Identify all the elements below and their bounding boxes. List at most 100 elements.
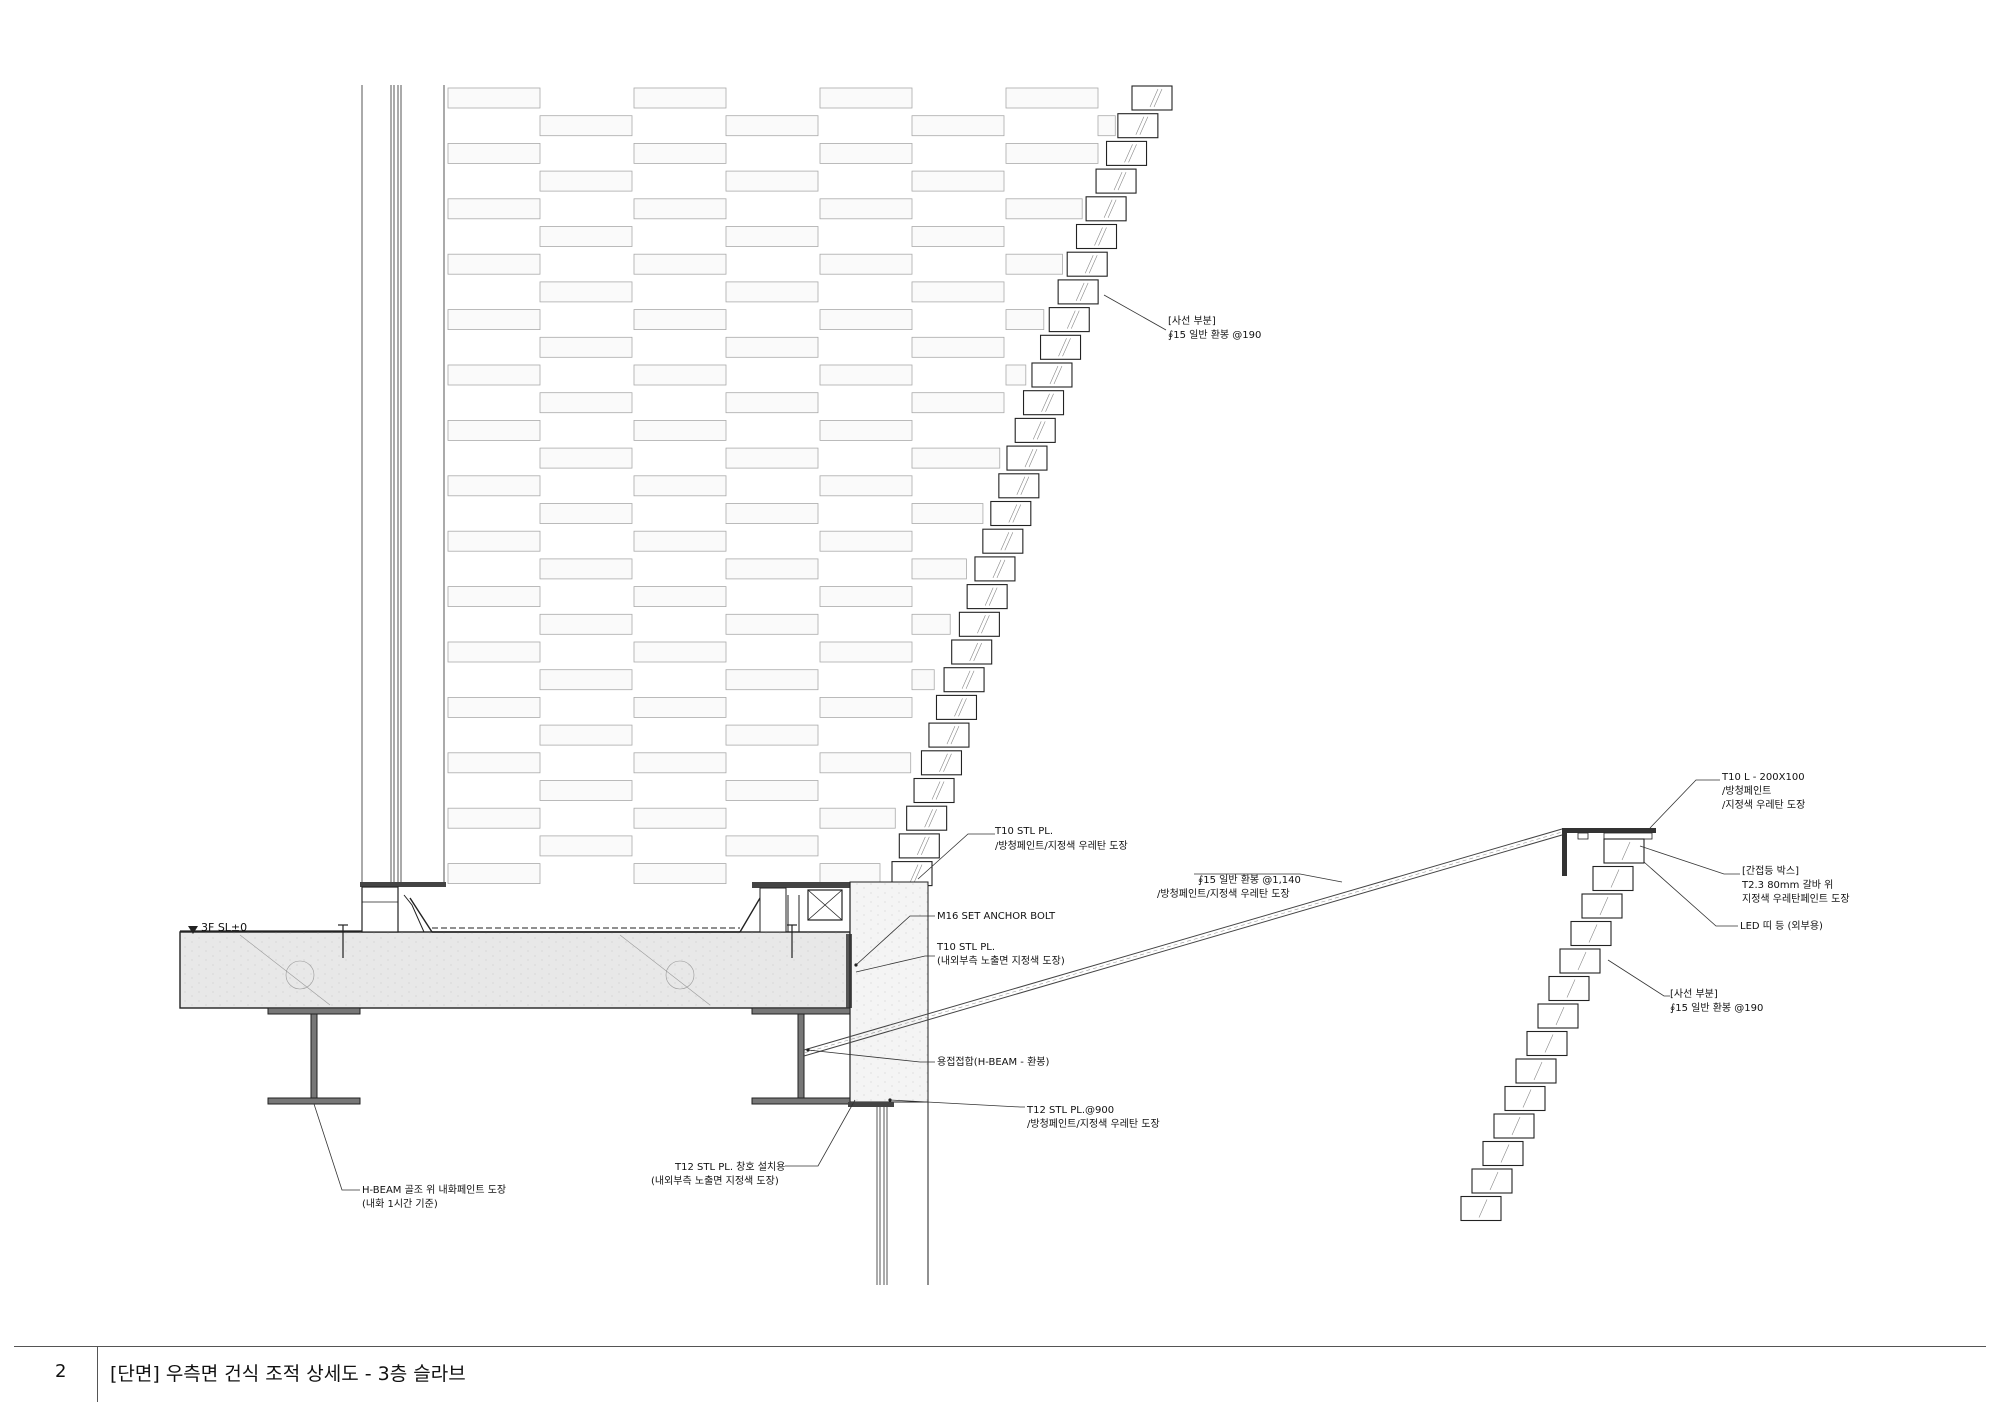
diagonal-brick [1460, 1195, 1502, 1222]
brick [725, 503, 819, 524]
annotation-curve-right-2: ∮15 일반 환봉 @190 [1670, 1002, 1763, 1014]
brick [633, 309, 727, 331]
brick [539, 835, 633, 857]
brick [539, 447, 633, 469]
brick [447, 807, 541, 829]
annotation-weld-joint: 용접접합(H-BEAM - 환봉) [937, 1056, 1049, 1068]
h-beam-left [267, 1007, 361, 1105]
brick [447, 142, 541, 164]
brick [819, 475, 913, 497]
brick [819, 752, 912, 774]
brick [725, 447, 819, 469]
annotation-t10-stl-pl-top-2: /방청페인트/지정색 우레탄 도장 [995, 840, 1128, 852]
brick [447, 752, 541, 774]
diagonal-brick [998, 473, 1040, 499]
brick [447, 586, 541, 607]
diagonal-brick [1006, 445, 1048, 471]
brick [725, 613, 819, 635]
brick [819, 253, 913, 275]
brick [539, 724, 633, 746]
annotation-light-box-2: T2.3 80mm 갈바 위 [1741, 878, 1833, 891]
diagonal-brick [990, 500, 1032, 527]
brick [633, 752, 727, 774]
brick [633, 419, 727, 441]
footer-divider [97, 1346, 98, 1402]
brick [911, 613, 951, 635]
annotation-light-box-3: 지정색 우레탄페인트 도장 [1742, 893, 1850, 905]
diagonal-brick [1537, 1003, 1579, 1029]
brick [725, 669, 819, 691]
brick [633, 475, 727, 497]
brick [819, 309, 913, 331]
diagonal-brick [1105, 140, 1148, 166]
diagonal-brick [935, 694, 978, 720]
brick [911, 336, 1005, 358]
brick [1005, 364, 1027, 386]
diagonal-brick [1570, 920, 1612, 947]
sheet-number: 2 [55, 1361, 67, 1382]
brick [447, 475, 541, 497]
diagonal-brick [1471, 1168, 1513, 1194]
window-frame-upper [361, 85, 445, 884]
brick [447, 198, 541, 220]
brick [911, 392, 1005, 414]
annotation-hbeam-paint-1: H-BEAM 골조 위 내화페인트 도장 [362, 1183, 506, 1196]
annotation-t10-l-3: /지정색 우레탄 도장 [1722, 799, 1805, 811]
brick [725, 392, 819, 414]
brick [447, 87, 541, 109]
level-marker: 3F SL±0 [188, 921, 247, 934]
diagonal-brick [1603, 838, 1645, 864]
diagonal-brick [1526, 1030, 1568, 1057]
diagonal-brick [1039, 334, 1082, 360]
annotation-t10-l-2: /방청페인트 [1722, 785, 1771, 797]
diagonal-brick [1022, 390, 1065, 416]
diagonal-brick [906, 805, 948, 831]
brick [1005, 87, 1099, 109]
annotation-t10-l-1: T10 L - 200X100 [1721, 772, 1805, 783]
brick [447, 364, 541, 386]
diagonal-brick [1515, 1058, 1557, 1084]
brick [819, 364, 913, 386]
brick [1097, 115, 1116, 137]
diagonal-brick [920, 750, 963, 776]
diagonal-brick [1048, 307, 1090, 333]
annotation-hbeam-paint-2: (내화 1시간 기준) [362, 1198, 438, 1210]
brick [633, 253, 727, 275]
brick [447, 863, 541, 884]
annotation-t12-stl-pl-900-2: /방청페인트/지정색 우레탄 도장 [1027, 1118, 1160, 1130]
brick [447, 309, 541, 331]
brick [819, 530, 913, 552]
brick [539, 226, 633, 247]
brick [633, 530, 727, 552]
brick [819, 586, 913, 607]
brick [633, 807, 727, 829]
annotation-curve-top-1: [사선 부분] [1168, 315, 1216, 327]
brick [539, 281, 633, 303]
diagonal-brick [913, 777, 955, 804]
brick-wall [447, 87, 1116, 884]
brick [819, 142, 913, 164]
diagonal-brick [1131, 85, 1173, 111]
brick [725, 835, 819, 857]
brick [633, 198, 727, 220]
brick [539, 613, 633, 635]
brick [911, 115, 1005, 137]
diagonal-brick [943, 667, 985, 693]
brick [1005, 198, 1083, 220]
brick [725, 558, 819, 580]
annotation-rod-1140-1: ∮15 일반 환봉 @1,140 [1198, 874, 1301, 886]
sheet-title: [단면] 우측면 건식 조적 상세도 - 3층 슬라브 [110, 1363, 466, 1385]
brick [633, 697, 727, 718]
leader-lines [313, 294, 1740, 1191]
diagonal-brick [1066, 251, 1108, 277]
diagonal-brick [1504, 1085, 1546, 1112]
diagonal-brick [1548, 975, 1590, 1002]
brick [633, 586, 727, 607]
brick [1005, 142, 1099, 164]
brick [819, 641, 913, 663]
brick [725, 170, 819, 192]
brick [911, 447, 1001, 469]
annotations: [사선 부분] ∮15 일반 환봉 @190 T10 STL PL. /방청페인… [362, 315, 1850, 1210]
diagonal-brick [1482, 1140, 1524, 1167]
annotation-anchor-bolt: M16 SET ANCHOR BOLT [937, 911, 1056, 922]
